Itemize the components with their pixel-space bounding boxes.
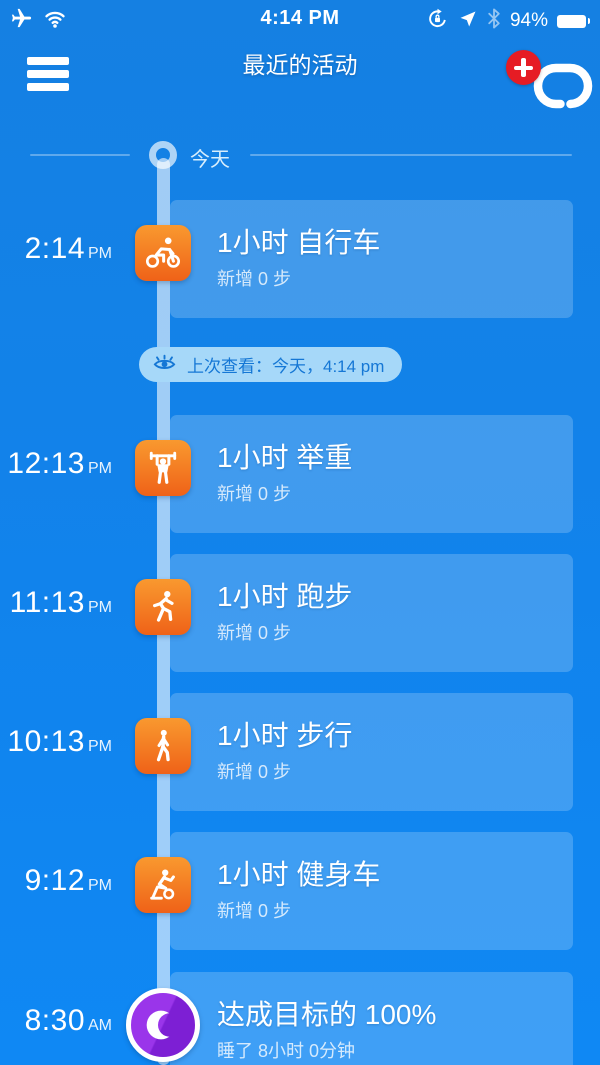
- exercise-bike-icon[interactable]: [135, 857, 191, 913]
- activity-title: 达成目标的 100%: [217, 999, 437, 1031]
- sleep-moon-icon[interactable]: [126, 988, 200, 1062]
- hamburger-icon: [27, 57, 69, 65]
- activity-subtitle: 新增 0 步: [217, 622, 292, 643]
- activity-title: 1小时 健身车: [217, 859, 381, 891]
- running-icon[interactable]: [135, 579, 191, 635]
- activity-title: 1小时 自行车: [217, 227, 381, 259]
- weightlifting-icon[interactable]: [135, 440, 191, 496]
- activity-title: 1小时 跑步: [217, 581, 353, 613]
- status-clock: 4:14 PM: [260, 7, 340, 29]
- activity-card[interactable]: 1小时 自行车 新增 0 步: [170, 200, 573, 318]
- today-label: 今天: [190, 149, 230, 171]
- sync-band-icon: [531, 62, 595, 115]
- eye-icon: [152, 352, 177, 377]
- sync-button[interactable]: [506, 45, 596, 109]
- location-icon: [458, 9, 478, 34]
- activity-card[interactable]: 达成目标的 100% 睡了 8小时 0分钟: [170, 972, 573, 1065]
- activity-card[interactable]: 1小时 健身车 新增 0 步: [170, 832, 573, 950]
- page-title: 最近的活动: [242, 52, 358, 78]
- walking-icon[interactable]: [135, 718, 191, 774]
- menu-button[interactable]: [27, 57, 69, 91]
- airplane-icon: [10, 7, 33, 35]
- battery-icon: [557, 14, 590, 28]
- activity-card[interactable]: 1小时 举重 新增 0 步: [170, 415, 573, 533]
- activity-card[interactable]: 1小时 步行 新增 0 步: [170, 693, 573, 811]
- activity-subtitle: 睡了 8小时 0分钟: [217, 1040, 356, 1061]
- divider-line: [30, 154, 130, 156]
- plus-badge-icon: [506, 50, 541, 85]
- activity-subtitle: 新增 0 步: [217, 900, 292, 921]
- status-left-icons: [10, 7, 67, 35]
- battery-percent: 94%: [509, 10, 548, 31]
- last-viewed-text: 上次查看：今天，4:14 pm: [187, 357, 385, 376]
- activity-subtitle: 新增 0 步: [217, 761, 292, 782]
- last-viewed-pill: 上次查看：今天，4:14 pm: [139, 347, 403, 382]
- wifi-icon: [43, 9, 67, 34]
- divider-line: [250, 154, 572, 156]
- activity-card[interactable]: 1小时 跑步 新增 0 步: [170, 554, 573, 672]
- rotation-lock-icon: [426, 7, 449, 35]
- status-right-icons: 94%: [426, 7, 590, 35]
- activity-subtitle: 新增 0 步: [217, 268, 292, 289]
- activity-title: 1小时 步行: [217, 720, 353, 752]
- status-bar: 4:14 PM 94%: [0, 0, 600, 40]
- activity-title: 1小时 举重: [217, 442, 353, 474]
- cycling-icon[interactable]: [135, 225, 191, 281]
- activity-subtitle: 新增 0 步: [217, 483, 292, 504]
- bluetooth-icon: [487, 8, 501, 34]
- today-marker-icon: [149, 141, 177, 169]
